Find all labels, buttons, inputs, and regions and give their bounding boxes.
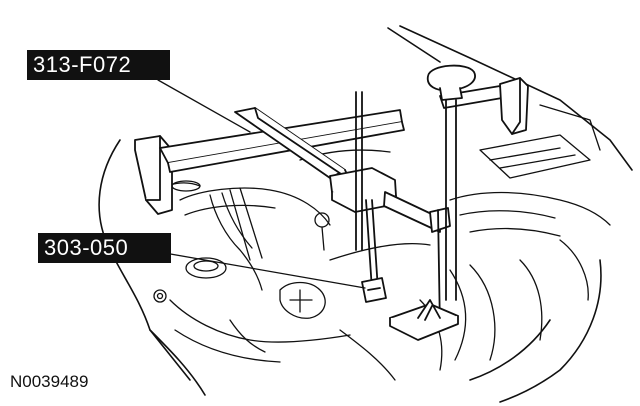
figure-reference-number: N0039489 bbox=[10, 372, 89, 391]
leader-lines bbox=[157, 79, 366, 289]
callout-label-lifting-bracket: 303-050 bbox=[38, 233, 171, 263]
callout-label-fixture: 313-F072 bbox=[27, 50, 170, 80]
hood-outline bbox=[98, 25, 633, 403]
engine-support-fixture bbox=[134, 64, 529, 341]
